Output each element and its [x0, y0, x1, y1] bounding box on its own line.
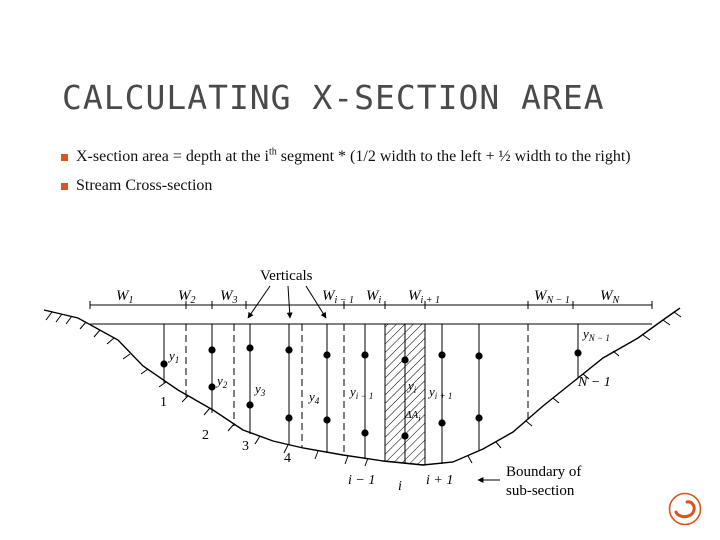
width-label: Wi + 1 — [408, 288, 440, 306]
subsection-number: i − 1 — [348, 473, 375, 488]
width-label: W3 — [220, 288, 238, 306]
stream-cross-section-diagram: W1 W2 W3 Wi − 1 Wi Wi + 1 WN − 1 WN Vert… — [43, 268, 682, 499]
verticals-pointer-arrows — [247, 285, 327, 319]
subsection-number: i — [398, 479, 402, 494]
subsection-number: 4 — [284, 451, 291, 466]
depth-label: y1 — [167, 348, 179, 365]
depth-label: yi − 1 — [348, 384, 373, 401]
subsection-number: 1 — [160, 395, 167, 410]
width-label: Wi − 1 — [322, 288, 354, 306]
width-label: W1 — [116, 288, 134, 306]
channel-bed-line — [43, 307, 681, 466]
boundary-label-line-2: sub-section — [506, 483, 575, 499]
depth-label: y4 — [307, 389, 320, 406]
area-label: ΔAi — [404, 409, 420, 423]
depth-label: y3 — [253, 381, 266, 398]
depth-label: y2 — [215, 373, 228, 390]
bullet-item: X-section area = depth at the ith segmen… — [60, 146, 680, 168]
width-label: WN − 1 — [534, 288, 570, 306]
subsection-number: i + 1 — [426, 473, 453, 488]
depth-label: yi — [406, 378, 417, 395]
bullet-marker — [61, 183, 68, 190]
subsection-number: N − 1 — [577, 375, 611, 390]
width-label: WN — [600, 288, 621, 306]
bullet-marker — [61, 154, 68, 161]
width-label: W2 — [178, 288, 196, 306]
width-label: Wi — [366, 288, 382, 306]
subsection-number: 3 — [242, 439, 249, 454]
boundary-label-line-1: Boundary of — [506, 464, 581, 480]
nav-swirl-icon — [674, 500, 696, 519]
verticals-label: Verticals — [260, 268, 313, 284]
slide-nav-button[interactable] — [668, 492, 702, 526]
width-dimension-ticks — [89, 301, 653, 309]
depth-labels: y1 y2 y3 y4 yi − 1 yi yi + 1 yN − 1 — [167, 326, 610, 406]
measurement-points — [160, 344, 582, 440]
subsection-boundaries — [185, 324, 529, 455]
subsection-number: 2 — [202, 428, 209, 443]
depth-label: yi + 1 — [427, 384, 452, 401]
slide-title: CALCULATING X-SECTION AREA — [62, 78, 605, 117]
depth-label: yN − 1 — [581, 326, 610, 343]
bed-hatch-ticks — [45, 311, 682, 467]
bullet-list: X-section area = depth at the ith segmen… — [60, 146, 680, 204]
width-labels: W1 W2 W3 Wi − 1 Wi Wi + 1 WN − 1 WN — [116, 288, 621, 306]
bullet-item: Stream Cross-section — [60, 175, 680, 197]
subsection-numbers: 1 2 3 4 i − 1 i i + 1 N − 1 — [160, 375, 611, 494]
